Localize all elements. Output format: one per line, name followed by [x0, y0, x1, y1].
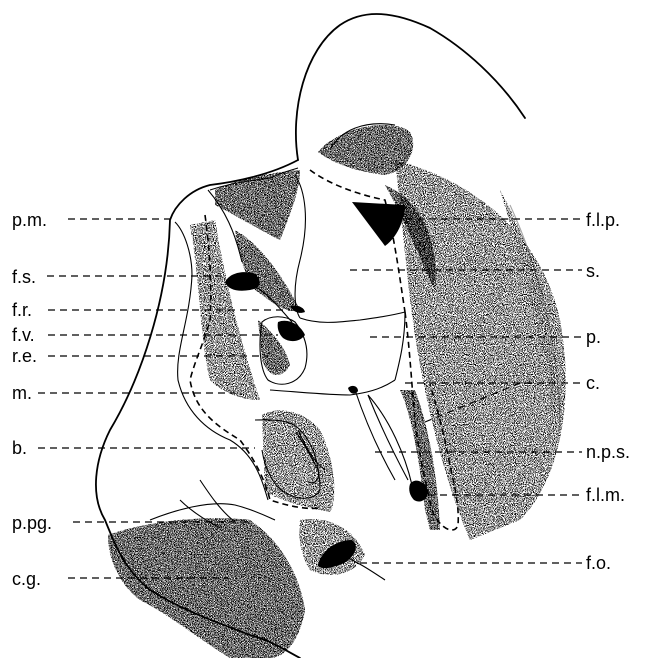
label-p: p. — [586, 327, 601, 347]
label-fs: f.s. — [12, 267, 36, 287]
label-cg: c.g. — [12, 569, 41, 589]
label-fr: f.r. — [12, 300, 32, 320]
label-nps: n.p.s. — [586, 442, 630, 462]
right-labels: f.l.p. s. p. c. n.p.s. f.l.m. f.o. — [586, 210, 630, 573]
left-labels: p.m. f.s. f.r. f.v. r.e. m. b. p.pg. c.g… — [12, 210, 52, 589]
label-fo: f.o. — [586, 553, 611, 573]
label-s: s. — [586, 261, 600, 281]
label-pm: p.m. — [12, 210, 47, 230]
label-flm: f.l.m. — [586, 485, 625, 505]
foramen-fs-mark — [225, 272, 260, 291]
foramen-flp-mark — [352, 202, 405, 246]
label-b: b. — [12, 438, 27, 458]
foramen-fv-mark — [278, 321, 305, 341]
label-ppg: p.pg. — [12, 513, 52, 533]
label-c: c. — [586, 373, 600, 393]
label-re: r.e. — [12, 346, 37, 366]
label-m: m. — [12, 383, 32, 403]
small-foramen-mark — [348, 386, 358, 394]
label-fv: f.v. — [12, 325, 35, 345]
label-flp: f.l.p. — [586, 210, 620, 230]
